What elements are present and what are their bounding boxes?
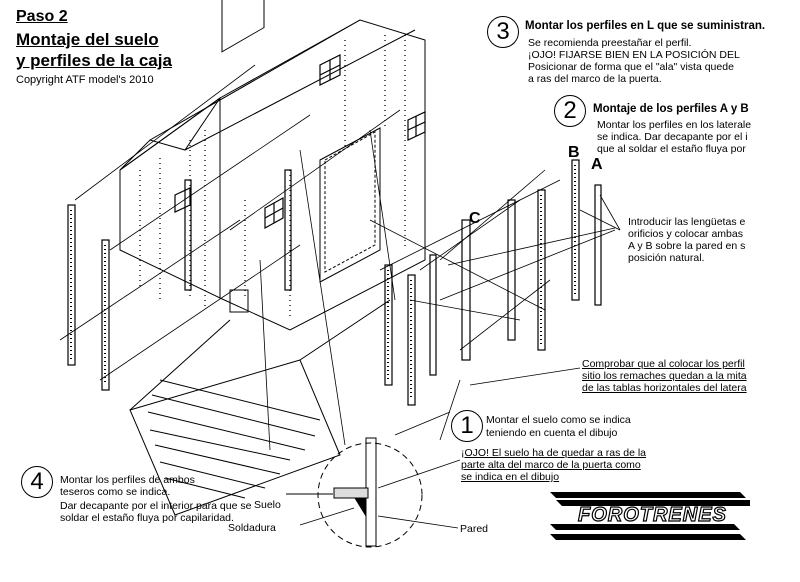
label-suelo: Suelo: [254, 499, 281, 511]
step-4-line: soldar el estaño fluya por capilaridad.: [60, 512, 234, 524]
check-note: sitio los remaches quedan a la mita: [582, 370, 747, 382]
step-3-heading: Montar los perfiles en L que se suminist…: [525, 20, 766, 32]
step-2-heading: Montaje de los perfiles A y B: [593, 103, 749, 115]
label-pared: Pared: [460, 523, 489, 535]
profile-label-a: A: [591, 156, 603, 173]
profile-label-b: B: [568, 144, 580, 161]
step-2-number: 2: [554, 95, 586, 127]
step-4-heading: Montar los perfiles de ambos: [60, 474, 195, 486]
step-1-heading: Montar el suelo como se indica: [486, 414, 631, 426]
step-3-line: a ras del marco de la puerta.: [528, 73, 662, 85]
step-4-number: 4: [21, 466, 53, 498]
title-line-2: Montaje del suelo: [16, 30, 159, 49]
step-4-line: teseros como se indica.: [60, 486, 171, 498]
check-note: Comprobar que al colocar los perfil: [582, 358, 745, 370]
step-2-line: Montar los perfiles en los laterale: [597, 119, 752, 131]
step-3-line: Se recomienda preestañar el perfil.: [528, 37, 692, 49]
check-note: de las tablas horizontales del latera: [582, 382, 747, 394]
title-line-1: Paso 2: [16, 8, 68, 25]
step-1-note: parte alta del marco de la puerta como: [461, 459, 641, 471]
step-2-line: se indica. Dar decapante por el i: [597, 131, 748, 143]
insert-note: posición natural.: [628, 252, 705, 264]
step-3-line: Posicionar de forma que el "ala" vista q…: [528, 61, 734, 73]
copyright: Copyright ATF model's 2010: [16, 74, 154, 86]
step-3-number: 3: [487, 16, 519, 48]
step-1-line: teniendo en cuenta el dibujo: [486, 427, 618, 439]
title-line-3: y perfiles de la caja: [16, 51, 172, 70]
insert-note: A y B sobre la pared en s: [628, 240, 746, 252]
logo-text: FOROTRENES: [578, 504, 727, 526]
step-1-number: 1: [451, 410, 483, 442]
step-4-line: Dar decapante por el interior para que s…: [60, 500, 252, 512]
step-1-note: se indica en el dibujo: [461, 471, 560, 483]
step-1-note: ¡OJO! El suelo ha de quedar a ras de la: [461, 447, 647, 459]
profile-label-c: C: [469, 210, 481, 227]
wagon-body: [119, 0, 426, 331]
forotrenes-logo: FOROTRENES: [550, 492, 750, 540]
insert-note: Introducir las lengüetas e: [628, 216, 746, 228]
step-2-line: que al soldar el estaño fluya por: [597, 143, 746, 155]
step-3-line: ¡OJO! FIJARSE BIEN EN LA POSICIÓN DEL: [528, 49, 740, 61]
section-detail: [286, 437, 423, 548]
floor-panel: [129, 299, 391, 516]
label-soldadura: Soldadura: [228, 522, 276, 534]
insert-note: orificios y colocar ambas: [628, 228, 743, 240]
